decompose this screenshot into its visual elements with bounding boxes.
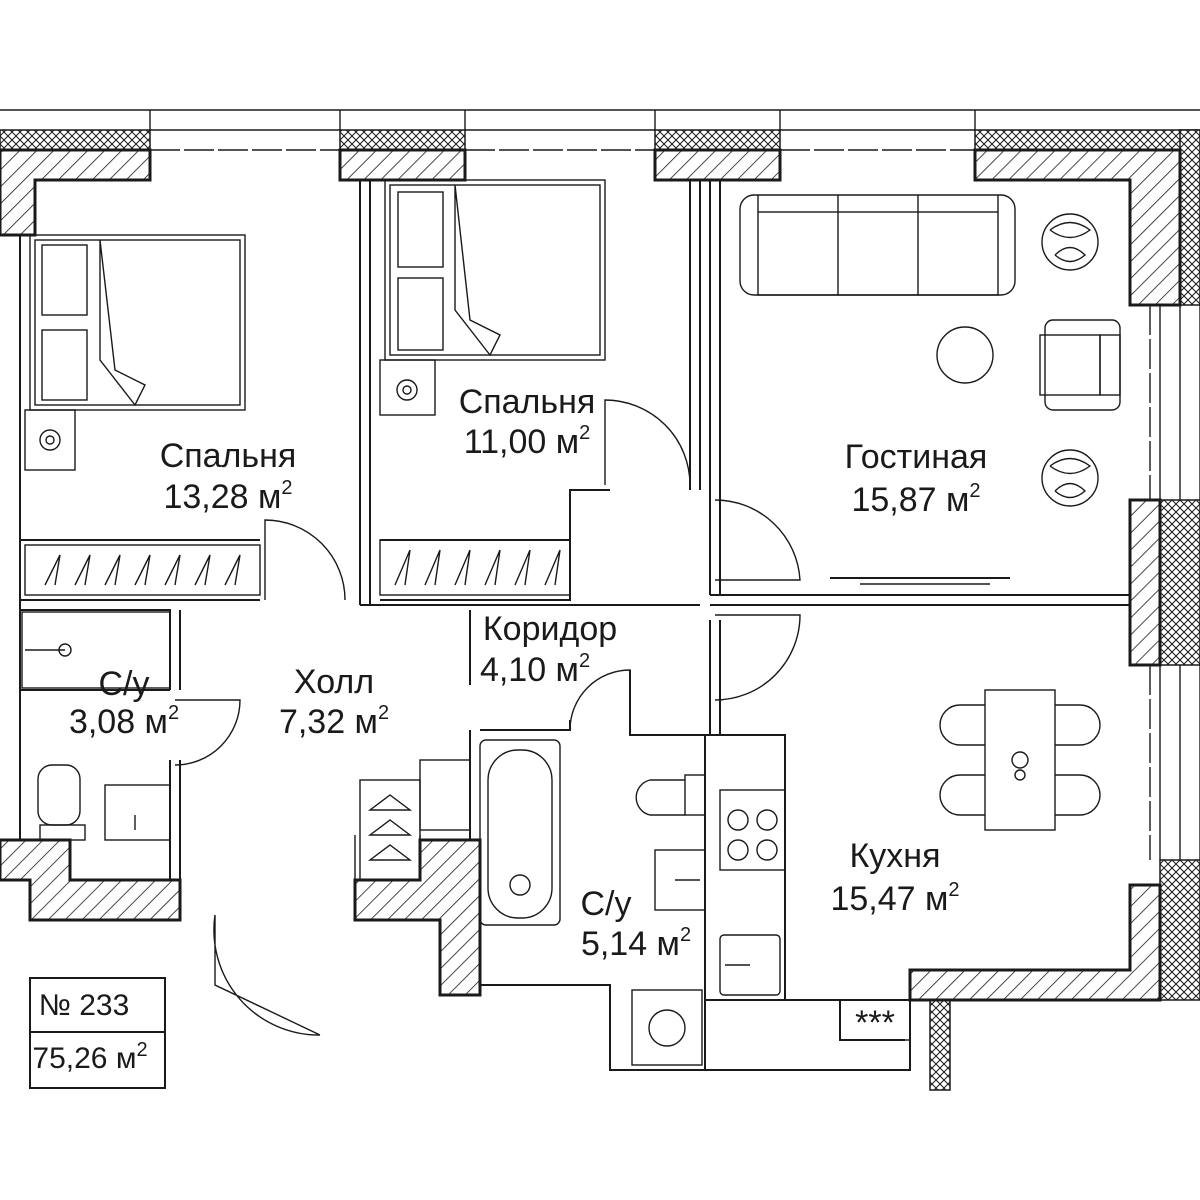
room-area: 15,87 м2 [851, 480, 980, 519]
room-label-bath-2: С/у 5,14 м2 [581, 885, 692, 963]
nightstand-icon [379, 359, 436, 416]
room-area: 15,47 м2 [830, 879, 959, 918]
apartment-area: 75,26 м2 [32, 1039, 147, 1075]
room-area: 3,08 м2 [69, 702, 179, 741]
vent-label: *** [855, 1004, 895, 1042]
room-area: 4,10 м2 [480, 650, 590, 689]
plant-icon [1041, 213, 1099, 271]
room-area: 5,14 м2 [581, 924, 691, 963]
room-name: Гостиная [845, 438, 988, 476]
vent-shaft-icon: *** [839, 999, 911, 1042]
wardrobe-icon [24, 544, 261, 596]
tv-icon [830, 577, 1010, 585]
stove-icon [719, 789, 786, 871]
doors [174, 399, 801, 1036]
toilet-icon [37, 764, 86, 841]
hall-wardrobe-icon [359, 759, 471, 881]
washing-machine-icon [631, 989, 703, 1066]
room-label-corridor: Коридор 4,10 м2 [480, 610, 617, 689]
room-label-living: Гостиная 15,87 м2 [845, 438, 988, 519]
windows [0, 109, 1200, 860]
wardrobe-icon [379, 539, 571, 596]
room-label-bedroom-1: Спальня 13,28 м2 [160, 437, 297, 516]
room-label-kitchen: Кухня 15,47 м2 [830, 837, 959, 918]
room-name: С/у [99, 665, 150, 703]
sink-icon [654, 849, 706, 911]
walls [0, 148, 1182, 1002]
sofa-icon [739, 194, 1016, 296]
room-label-hall: Холл 7,32 м2 [279, 663, 389, 741]
shower-icon [21, 611, 171, 689]
room-name: Спальня [160, 437, 297, 475]
room-area: 13,28 м2 [163, 477, 292, 516]
bed-icon [384, 179, 606, 361]
room-name: Холл [294, 663, 374, 701]
room-area: 7,32 м2 [279, 702, 389, 741]
coffee-table-icon [936, 326, 994, 384]
room-name: Спальня [459, 383, 596, 421]
toilet-icon [635, 774, 706, 816]
apartment-info-box: № 233 75,26 м2 [29, 977, 166, 1089]
room-name: Коридор [483, 610, 617, 648]
kitchen-sink-icon [719, 934, 781, 996]
bed-icon [29, 234, 246, 411]
dining-table-icon [939, 689, 1101, 831]
room-label-bedroom-2: Спальня 11,00 м2 [459, 383, 596, 461]
room-label-bath-1: С/у 3,08 м2 [69, 665, 179, 741]
armchair-icon [1039, 319, 1121, 411]
bathtub-icon [479, 739, 561, 926]
room-name: Кухня [850, 837, 941, 875]
room-area: 11,00 м2 [464, 422, 591, 461]
apartment-number: № 233 [39, 989, 130, 1022]
plant-icon [1041, 449, 1099, 507]
room-name: С/у [581, 885, 632, 923]
nightstand-icon [24, 409, 76, 471]
sink-icon [104, 784, 171, 841]
